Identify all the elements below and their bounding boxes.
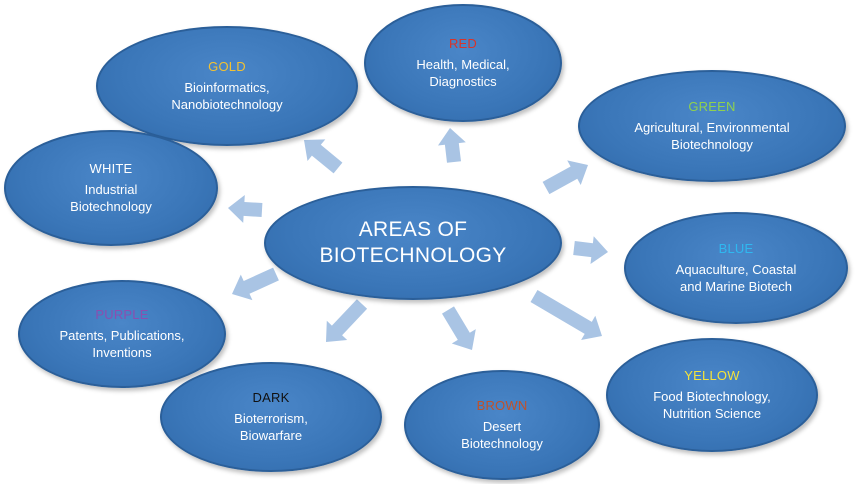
node-blue: BLUE Aquaculture, Coastal and Marine Bio… [624,212,848,324]
node-blue-title: BLUE [718,241,754,256]
node-dark-description: Bioterrorism, Biowarfare [234,411,308,443]
node-brown-title: BROWN [476,398,528,413]
node-brown: BROWN Desert Biotechnology [404,370,600,480]
node-blue-description: Aquaculture, Coastal and Marine Biotech [675,262,797,294]
arrow-to-white [228,195,263,223]
node-red-description: Health, Medical, Diagnostics [416,57,510,89]
node-dark-title: DARK [252,390,290,405]
node-green-description: Agricultural, Environmental Biotechnolog… [634,120,790,152]
arrow-to-purple [232,267,279,301]
node-red-title: RED [448,36,478,51]
node-dark: DARK Bioterrorism, Biowarfare [160,362,382,472]
arrow-to-blue [573,236,608,264]
node-purple: PURPLE Patents, Publications, Inventions [18,280,226,388]
node-purple-title: PURPLE [95,307,149,322]
node-red: RED Health, Medical, Diagnostics [364,4,562,122]
arrow-to-green [542,160,588,195]
node-purple-description: Patents, Publications, Inventions [59,328,185,360]
arrow-to-gold [304,139,343,174]
node-white: WHITE Industrial Biotechnology [4,130,218,246]
node-yellow: YELLOW Food Biotechnology, Nutrition Sci… [606,338,818,452]
node-green-title: GREEN [688,99,736,114]
arrow-to-brown [442,306,476,350]
arrow-to-yellow [530,290,602,340]
node-gold-title: GOLD [208,59,246,74]
center-title: AREAS OF BIOTECHNOLOGY [319,218,507,267]
arrow-to-red [438,128,466,163]
node-gold-description: Bioinformatics, Nanobiotechnology [171,80,283,112]
node-brown-description: Desert Biotechnology [461,419,543,451]
arrow-to-dark [326,299,368,342]
node-white-title: WHITE [89,161,133,176]
node-yellow-description: Food Biotechnology, Nutrition Science [653,389,771,421]
node-green: GREEN Agricultural, Environmental Biotec… [578,70,846,182]
node-gold: GOLD Bioinformatics, Nanobiotechnology [96,26,358,146]
node-white-description: Industrial Biotechnology [70,182,152,214]
node-yellow-title: YELLOW [684,368,740,383]
center-node: AREAS OF BIOTECHNOLOGY [264,186,562,300]
